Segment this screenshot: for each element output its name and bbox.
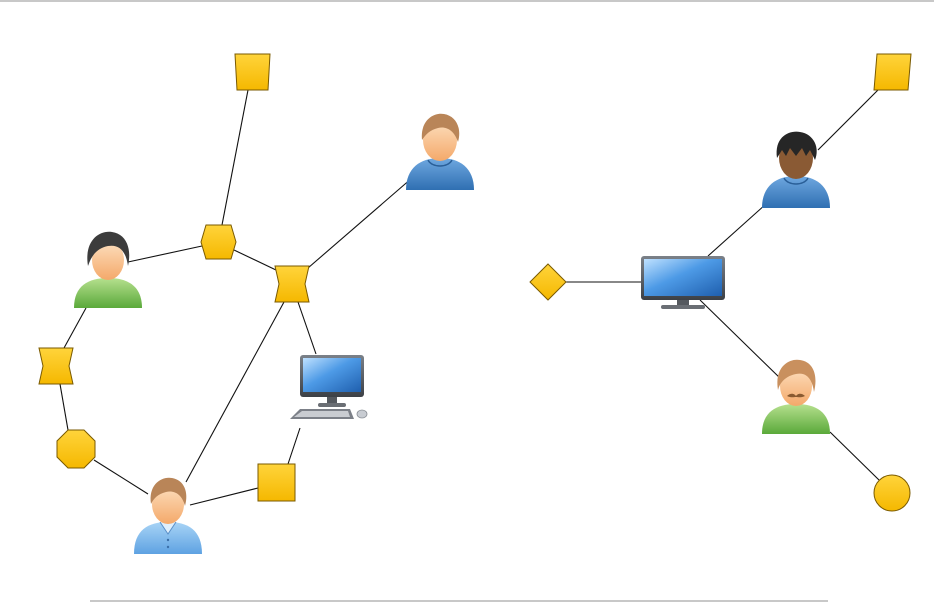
user-green-icon[interactable] (74, 231, 142, 308)
user-shirt-icon[interactable] (134, 477, 202, 554)
edge-square-top-right-to-user-dark-right (817, 89, 879, 151)
octagon-node[interactable] (56, 429, 96, 469)
user-hoodie-icon[interactable] (406, 113, 474, 190)
edge-monitor-right-to-user-mustache-right (699, 299, 783, 381)
square-node[interactable] (257, 463, 296, 502)
edge-flag-center-to-computer-left (297, 301, 317, 355)
desktop-computer-icon[interactable] (290, 355, 368, 419)
diamond-node[interactable] (529, 263, 567, 301)
edge-octagon-left-to-user-shirt-bottom (93, 459, 149, 495)
edge-user-green-left-to-flag-left (63, 307, 87, 349)
edge-square-bottom-to-computer-left (287, 427, 301, 465)
flag-node[interactable] (38, 347, 74, 385)
user-dark-hoodie-icon[interactable] (762, 131, 830, 208)
edge-user-shirt-bottom-to-square-bottom (189, 487, 259, 506)
edge-square-top-to-hex-top (221, 89, 249, 226)
edge-user-mustache-right-to-circle-right (829, 431, 880, 481)
flag-node[interactable] (274, 265, 310, 303)
circle-node[interactable] (873, 474, 911, 512)
square-node[interactable] (873, 53, 912, 91)
edge-flag-center-to-user-shirt-bottom (185, 301, 285, 483)
user-mustache-icon[interactable] (762, 359, 830, 434)
edge-flag-center-to-user-hoodie-left (307, 177, 413, 269)
edge-user-dark-right-to-monitor-right (707, 203, 767, 257)
edges-layer (59, 89, 880, 506)
monitor-icon[interactable] (641, 256, 725, 309)
edge-hex-top-to-user-green-left (127, 245, 203, 263)
edge-flag-left-to-octagon-left (59, 383, 69, 431)
edge-hex-top-to-flag-center (233, 249, 277, 271)
hexagon-node[interactable] (200, 224, 237, 260)
square-node[interactable] (234, 53, 271, 91)
